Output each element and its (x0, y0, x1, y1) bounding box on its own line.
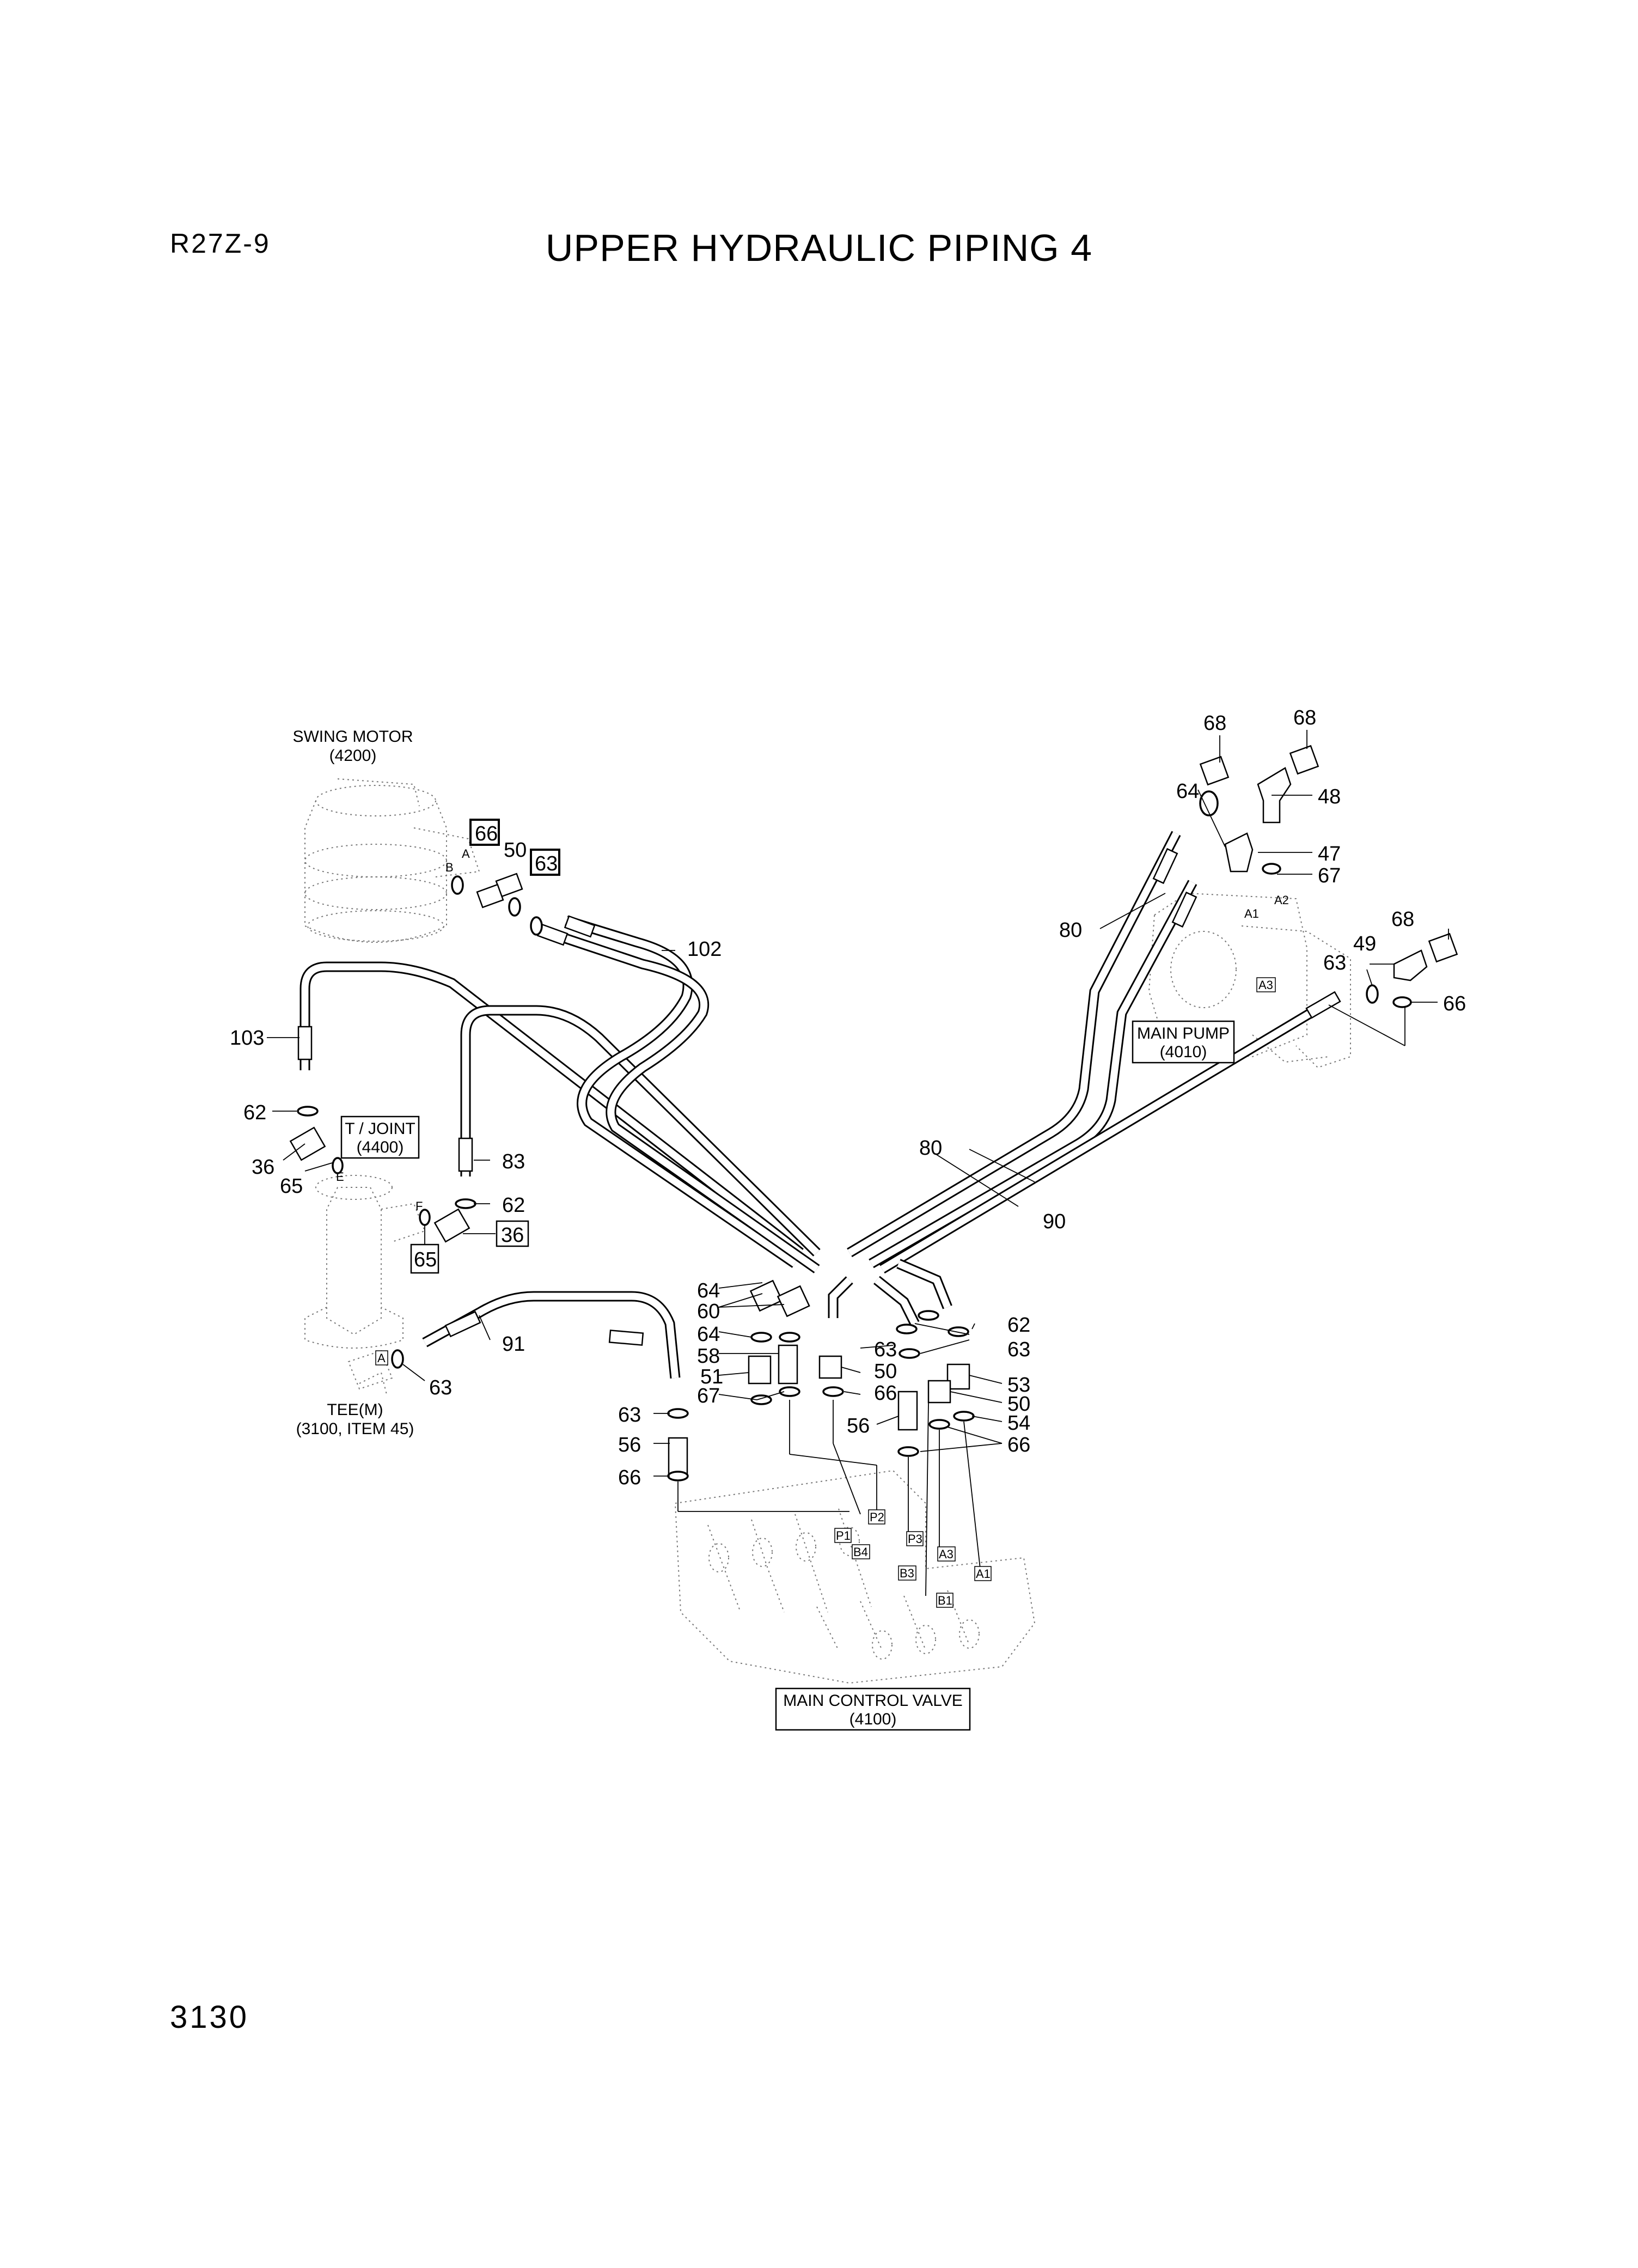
port-b3: B3 (900, 1566, 914, 1580)
callout-63: 63 (618, 1404, 641, 1426)
callout-64: 64 (697, 1279, 720, 1302)
swing-motor-drawing (304, 778, 480, 943)
callout-62: 62 (1007, 1314, 1030, 1337)
callout-labels: 68 68 64 48 47 67 80 68 63 49 66 102 103… (230, 706, 1466, 1489)
callout-63: 63 (874, 1338, 897, 1361)
callout-90: 90 (1043, 1210, 1066, 1233)
callout-60: 60 (697, 1300, 720, 1323)
port-b1: B1 (938, 1594, 952, 1607)
t-joint-ref: (4400) (357, 1138, 404, 1156)
port-a2: A2 (1274, 893, 1289, 907)
boxed-callout-63: 63 (535, 852, 558, 875)
hose-crimp (458, 1137, 473, 1172)
port-f: F (415, 1199, 423, 1213)
main-pump-drawing (1148, 892, 1351, 1069)
callout-91: 91 (502, 1333, 525, 1356)
callout-67: 67 (697, 1385, 720, 1407)
port-a3: A3 (1258, 978, 1273, 992)
callout-56: 56 (847, 1415, 870, 1437)
callout-64: 64 (697, 1323, 720, 1346)
callout-67: 67 (1318, 864, 1341, 887)
callout-66: 66 (1007, 1434, 1030, 1456)
main-pump-ref: (4010) (1160, 1043, 1207, 1061)
callout-68: 68 (1391, 908, 1414, 931)
callout-47: 47 (1318, 843, 1341, 865)
tee-label: TEE(M) (327, 1401, 383, 1419)
port-e: E (336, 1170, 344, 1184)
port-a1: A1 (976, 1567, 991, 1581)
component-labels: SWING MOTOR (4200) T / JOINT (4400) MAIN… (292, 728, 1235, 1731)
callout-54: 54 (1007, 1412, 1030, 1435)
t-joint-label: T / JOINT (345, 1120, 415, 1138)
model-code: R27Z-9 (170, 228, 271, 259)
tee-drawing (347, 1350, 393, 1395)
callout-62: 62 (502, 1194, 525, 1217)
port-b4: B4 (853, 1545, 868, 1559)
port-a: A (377, 1351, 386, 1365)
port-b: B (445, 861, 454, 874)
port-a: A (462, 847, 470, 861)
boxed-callouts: 66 50 63 36 65 (410, 819, 560, 1274)
boxed-callout-65: 65 (414, 1248, 437, 1271)
swing-motor-ref: (4200) (329, 747, 377, 765)
callout-48: 48 (1318, 785, 1341, 808)
boxed-callout-66: 66 (475, 822, 498, 845)
swing-motor-label: SWING MOTOR (292, 728, 413, 746)
callout-56: 56 (618, 1434, 641, 1456)
callout-68: 68 (1293, 706, 1316, 729)
mcv-label: MAIN CONTROL VALVE (783, 1692, 963, 1710)
port-a3: A3 (939, 1547, 954, 1561)
callout-62: 62 (243, 1101, 266, 1124)
callout-51: 51 (700, 1365, 723, 1388)
callout-65: 65 (280, 1175, 303, 1198)
callout-103: 103 (230, 1027, 264, 1050)
callout-53: 53 (1007, 1374, 1030, 1397)
main-pump-label: MAIN PUMP (1137, 1025, 1230, 1042)
port-p3: P3 (908, 1532, 922, 1546)
small-parts (289, 745, 1458, 1481)
port-labels: B A E F A1 A2 A3 A P1 P2 B4 P3 B3 A3 A1 … (336, 847, 1289, 1608)
callout-36: 36 (252, 1156, 274, 1179)
callout-66: 66 (618, 1466, 641, 1489)
callout-66: 66 (1443, 992, 1466, 1015)
callout-68: 68 (1203, 712, 1226, 735)
t-joint-drawing (304, 1175, 426, 1349)
callout-66: 66 (874, 1382, 897, 1405)
callout-80: 80 (919, 1137, 942, 1160)
boxed-callout-50: 50 (504, 839, 527, 862)
callout-80: 80 (1059, 919, 1082, 942)
tee-ref: (3100, ITEM 45) (296, 1420, 414, 1438)
boxed-callout-36: 36 (501, 1224, 524, 1247)
hose-crimp (297, 1026, 313, 1060)
callout-49: 49 (1353, 932, 1376, 955)
callout-64: 64 (1176, 780, 1199, 803)
mcv-ref: (4100) (849, 1710, 897, 1728)
main-control-valve-drawing (674, 1470, 1036, 1684)
callout-63: 63 (1323, 952, 1346, 974)
port-p1: P1 (836, 1529, 851, 1543)
hoses (300, 831, 1331, 1379)
callout-50: 50 (1007, 1393, 1030, 1416)
page-number: 3130 (170, 1999, 249, 2035)
callout-63: 63 (429, 1376, 452, 1399)
callout-83: 83 (502, 1150, 525, 1173)
hose-fittings (297, 848, 1341, 1346)
callout-63: 63 (1007, 1338, 1030, 1361)
callout-50: 50 (874, 1360, 897, 1383)
leader-lines (267, 730, 1449, 1596)
callout-58: 58 (697, 1345, 720, 1368)
port-a1: A1 (1244, 907, 1259, 920)
page-title: UPPER HYDRAULIC PIPING 4 (545, 227, 1093, 269)
port-p2: P2 (870, 1510, 884, 1524)
callout-102: 102 (687, 938, 722, 961)
